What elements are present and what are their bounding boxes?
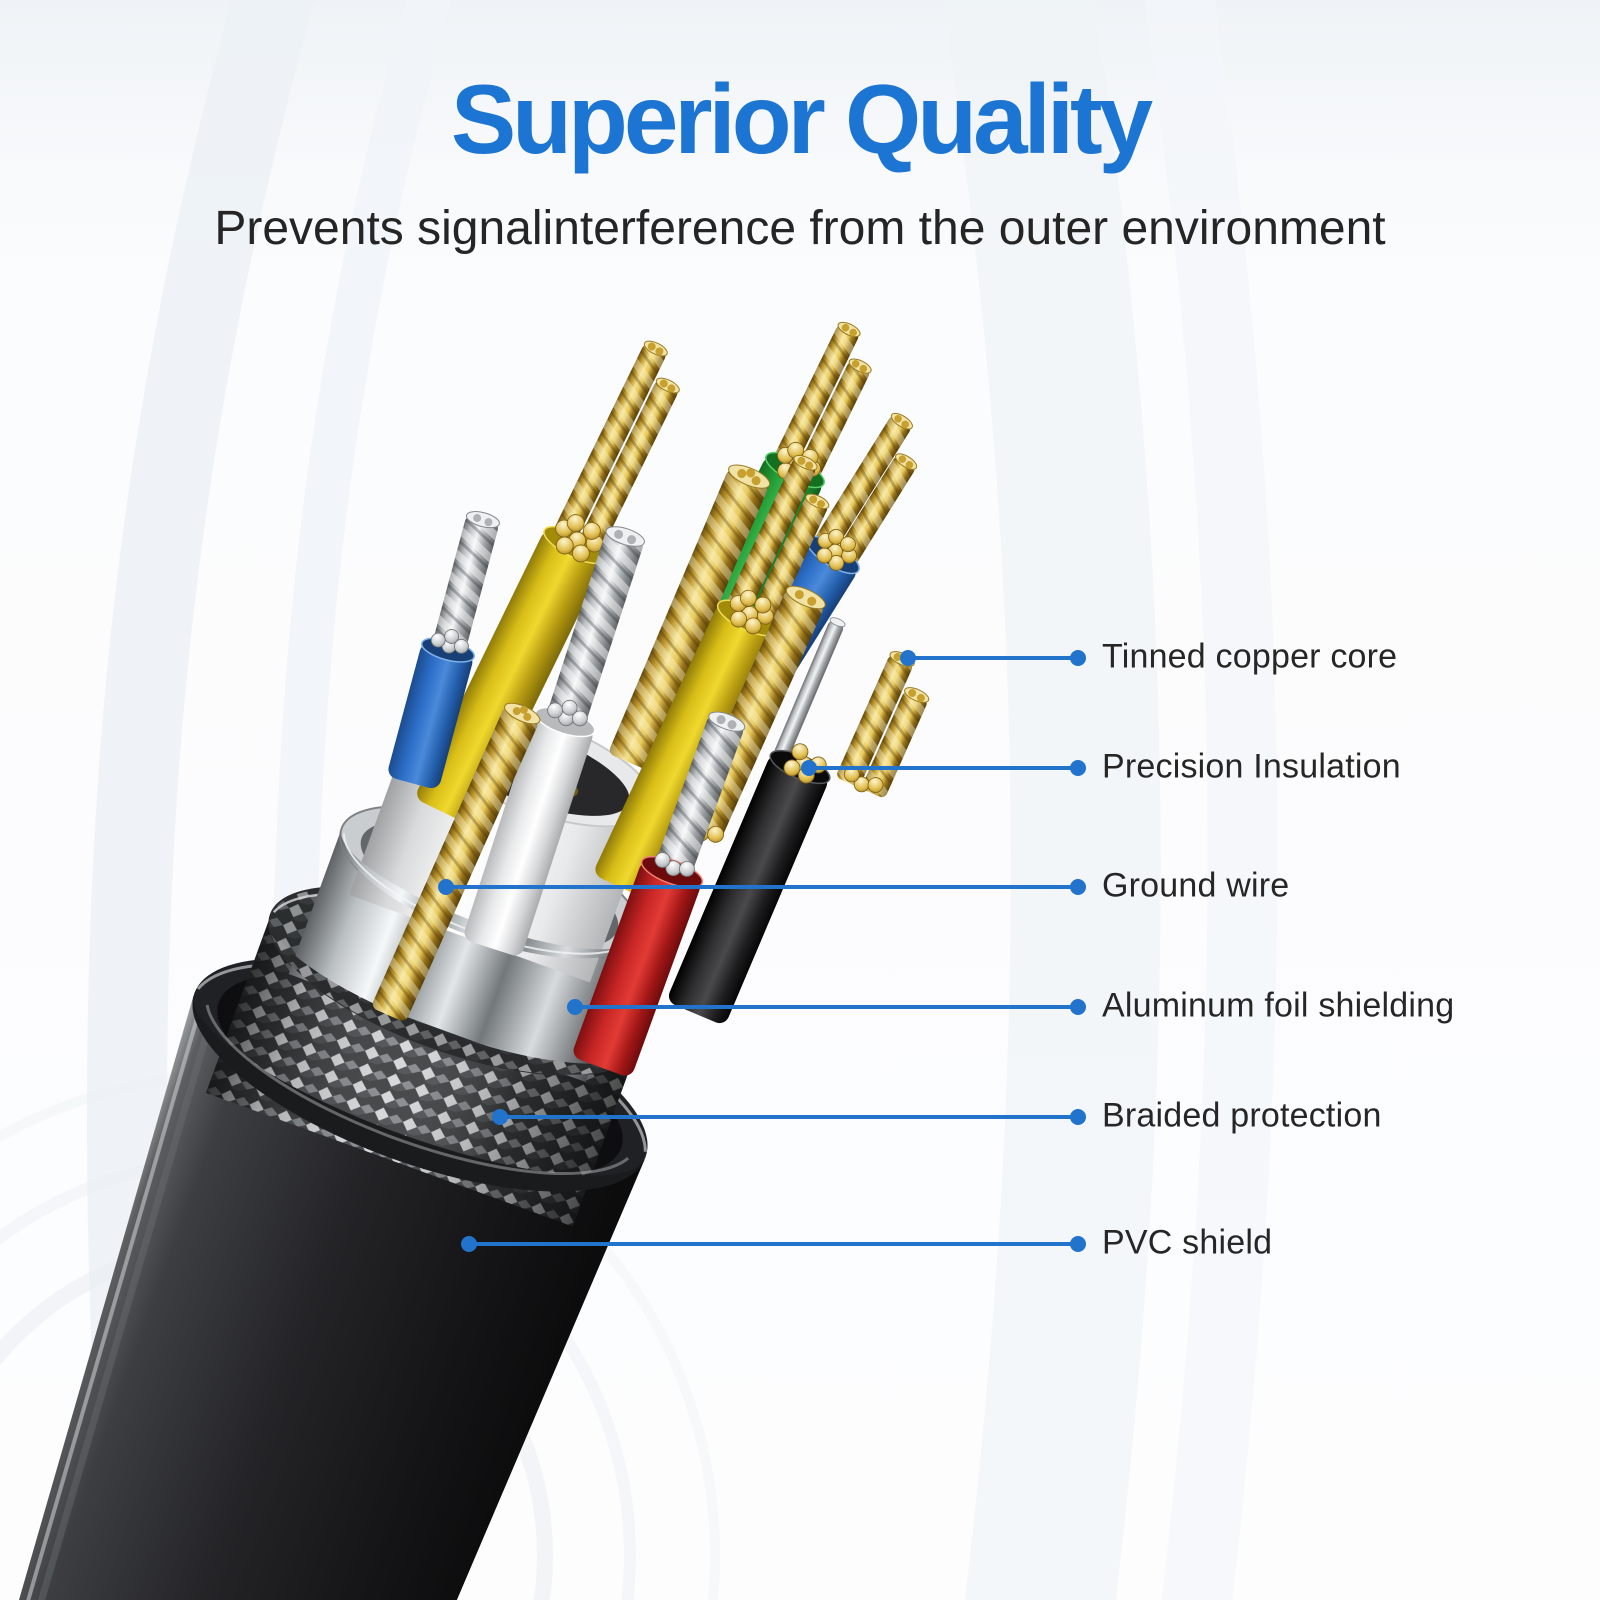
braid-front-lip-shade bbox=[269, 914, 638, 1075]
wire-white bbox=[464, 526, 645, 956]
callout-dot-icon bbox=[1070, 999, 1086, 1015]
pvc-jacket bbox=[0, 995, 645, 1600]
copper-strand-shaft bbox=[609, 464, 771, 769]
strand-cluster bbox=[555, 514, 604, 563]
callout-label: Braided protection bbox=[1102, 1096, 1382, 1135]
callout-label: Ground wire bbox=[1102, 866, 1290, 905]
callout-label: PVC shield bbox=[1102, 1223, 1273, 1262]
callout-dot-icon bbox=[900, 650, 916, 666]
callout-dot-icon bbox=[492, 1109, 508, 1125]
callout-label: Aluminum foil shielding bbox=[1102, 986, 1455, 1025]
callout-dot-icon bbox=[461, 1236, 477, 1252]
tinned-copper-core-tip bbox=[837, 651, 930, 798]
callout-label: Precision Insulation bbox=[1102, 747, 1401, 786]
callout-dot-icon bbox=[1070, 879, 1086, 895]
callout-dot-icon bbox=[801, 760, 817, 776]
pvc-front-lip bbox=[192, 992, 646, 1192]
callout-dot-icon bbox=[1070, 1236, 1086, 1252]
ground-wire bbox=[372, 702, 541, 1021]
callout-dot-icon bbox=[567, 999, 583, 1015]
callout-dot-icon bbox=[1070, 1109, 1086, 1125]
wire-yellow-mid bbox=[595, 454, 830, 899]
wire-bundle bbox=[372, 321, 930, 1076]
wire-blue-left bbox=[388, 511, 500, 789]
braid-front-lip bbox=[269, 914, 638, 1075]
pvc-front-lip-gloss bbox=[205, 1004, 630, 1176]
callout-label: Tinned copper core bbox=[1102, 637, 1398, 676]
callout-lines-layer bbox=[438, 650, 1086, 1252]
callout-dot-icon bbox=[1070, 650, 1086, 666]
wire-red bbox=[573, 711, 746, 1076]
callout-dot-icon bbox=[1070, 760, 1086, 776]
callout-dot-icon bbox=[438, 879, 454, 895]
wire-yellow-left bbox=[417, 340, 680, 825]
